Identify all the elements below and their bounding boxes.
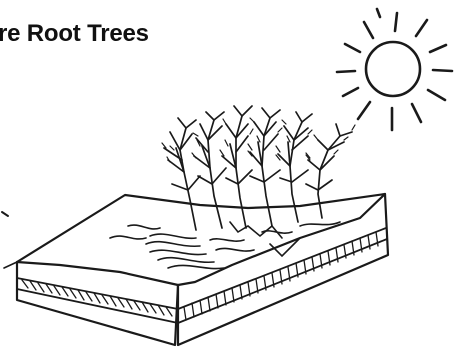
sun-ray [345,44,360,52]
sun-icon [337,9,452,130]
sun-ray [430,45,446,52]
soil-top-surface [17,194,385,285]
sun-ray [395,13,397,31]
sun-ray [337,71,355,72]
soil-right-face [178,194,388,345]
sun-ray [377,9,380,17]
sun-ray [428,90,445,100]
planting-trench [110,222,340,269]
sun-ray [412,104,421,122]
sun-ray [416,20,427,36]
edge-mark [2,212,8,216]
sun-disc [366,42,420,96]
sun-ray [358,102,370,119]
sun-ray [343,88,358,96]
sun-ray [364,22,373,38]
sun-ray [433,70,452,71]
soil-block [4,194,388,345]
tree-seedlings [162,106,355,230]
